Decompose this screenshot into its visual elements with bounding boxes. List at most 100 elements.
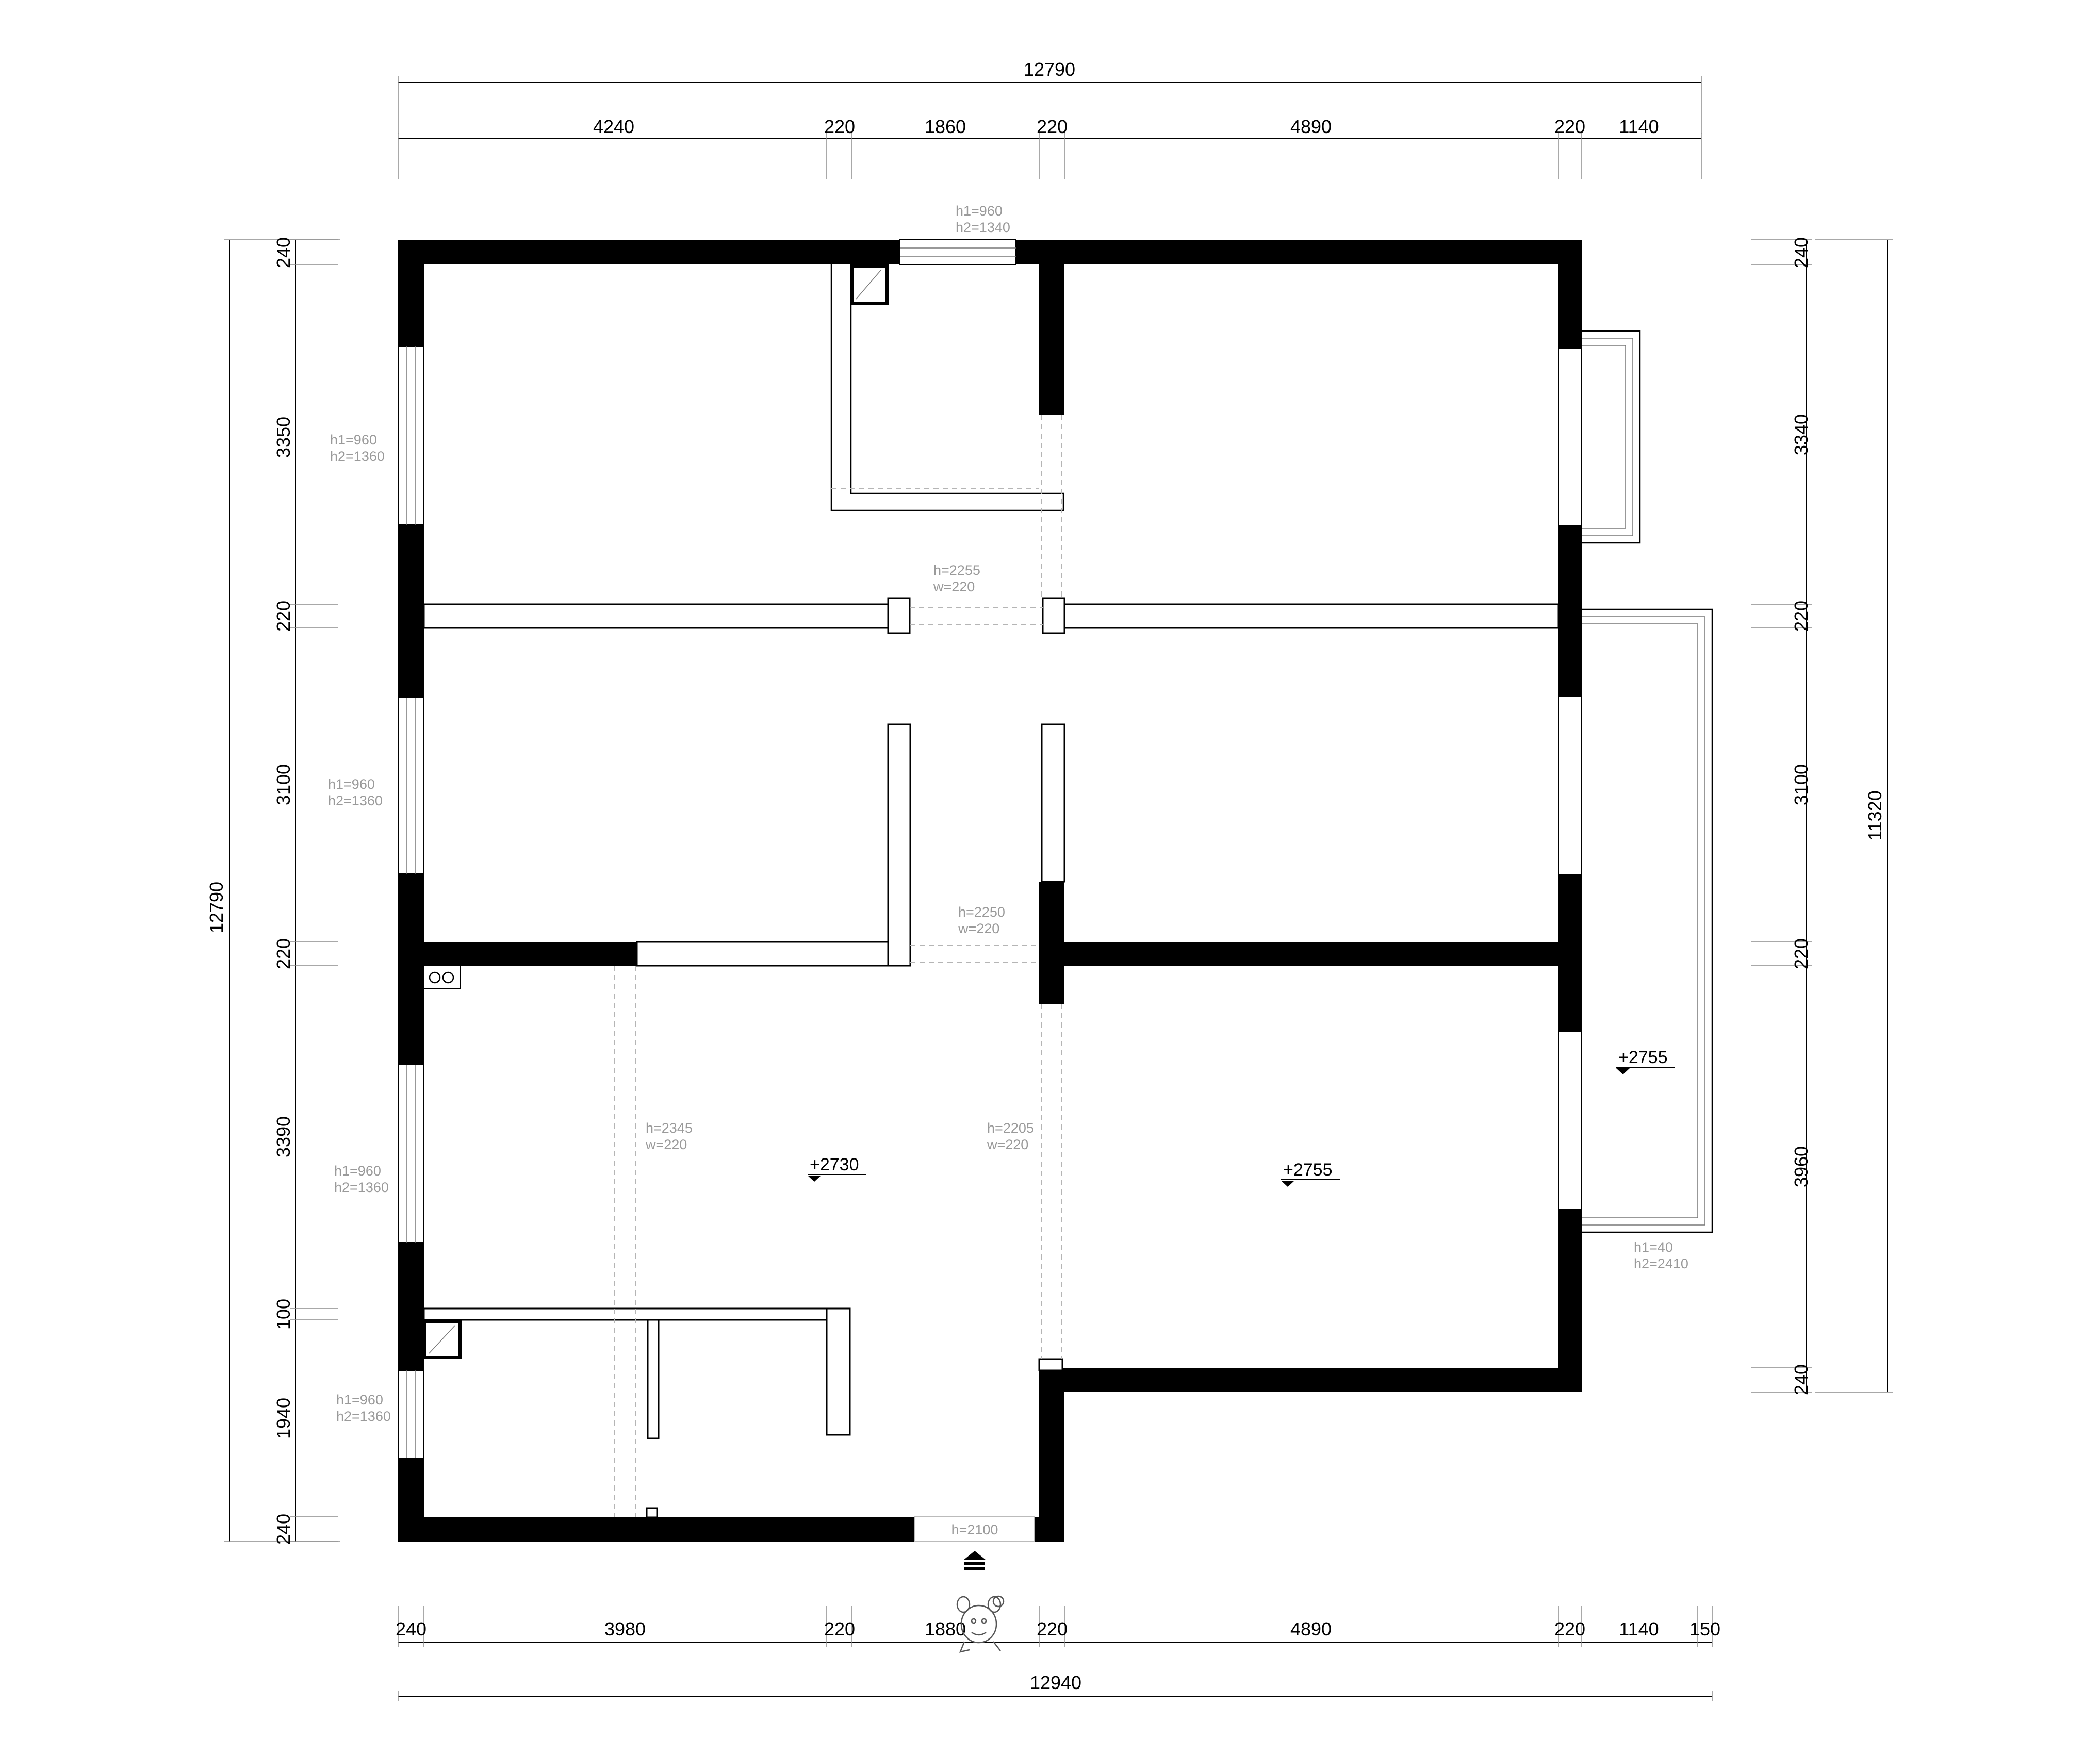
note-opening-3: h=2345: [646, 1120, 693, 1136]
partition-segment: [647, 1319, 660, 1439]
note-top-window-h2: h2=1340: [956, 220, 1010, 235]
note-left-window-3: h1=960: [334, 1163, 381, 1179]
top-window: [899, 239, 1016, 265]
dim-bottom-seg: 220: [824, 1618, 855, 1640]
wall-segment: [398, 240, 424, 346]
dim-right-seg: 220: [1791, 938, 1812, 969]
mascot-icon: [956, 1595, 1005, 1653]
note-entry-door: h=2100: [951, 1522, 998, 1537]
svg-text:+2755: +2755: [1283, 1160, 1333, 1180]
level-markers: +2730 +2755 +2755: [808, 1048, 1675, 1187]
partition-segment: [1063, 603, 1560, 629]
dim-bottom-seg: 220: [1554, 1618, 1585, 1640]
dim-bottom-seg: 4890: [1290, 1618, 1332, 1640]
dim-right-seg: 220: [1791, 601, 1812, 632]
dim-left-total: 12790: [206, 882, 227, 933]
dim-top-seg: 220: [824, 116, 855, 137]
wall-segment: [398, 874, 424, 1065]
dim-left-seg: 240: [273, 237, 294, 268]
dim-left-seg: 220: [273, 601, 294, 632]
partition-segment: [887, 597, 911, 634]
partition-segment: [423, 1307, 851, 1321]
note-opening-1: h=2255: [933, 562, 980, 578]
dim-top-seg: 4890: [1290, 116, 1332, 137]
note-left-window-4: h1=960: [336, 1392, 383, 1408]
wall-segment: [398, 1243, 424, 1370]
note-opening-1: w=220: [933, 579, 975, 594]
dim-bottom-total: 12940: [1030, 1672, 1081, 1693]
dim-left-seg: 100: [273, 1299, 294, 1330]
wall-segment: [1016, 240, 1582, 264]
partition-walls: [423, 597, 1560, 1518]
partition-segment: [636, 941, 911, 967]
opening-lines: [614, 415, 1062, 1517]
note-left-window-1: h1=960: [330, 432, 377, 448]
stove-icon: [423, 965, 461, 989]
dim-left-seg: 3350: [273, 417, 294, 458]
note-left-window-4: h2=1360: [336, 1409, 391, 1424]
dim-bottom-seg: 1880: [925, 1618, 966, 1640]
note-left-window-1: h2=1360: [330, 449, 385, 464]
dim-top-seg: 1860: [925, 116, 966, 137]
dim-bottom-seg: 3980: [604, 1618, 646, 1640]
entry-arrow-icon: [963, 1551, 986, 1570]
partition-segment: [887, 723, 911, 967]
partition-segment: [1042, 597, 1065, 634]
wall-segment: [1039, 1368, 1582, 1392]
dim-left-seg: 3390: [273, 1116, 294, 1157]
partition-segment: [1041, 723, 1065, 883]
wall-segment: [398, 1517, 915, 1542]
dim-right-total: 11320: [1864, 790, 1885, 840]
partition-segment: [646, 1507, 658, 1518]
svg-text:+2755: +2755: [1618, 1048, 1668, 1067]
svg-text:+2730: +2730: [810, 1155, 859, 1174]
dim-top-seg: 220: [1554, 116, 1585, 137]
wall-segment: [1039, 1381, 1064, 1542]
note-balcony-window: h2=2410: [1634, 1256, 1688, 1271]
wall-segment: [1558, 526, 1582, 696]
left-window-1: [398, 346, 424, 525]
dim-bottom-seg: 1140: [1619, 1618, 1659, 1640]
windows: [398, 239, 1713, 1542]
fixtures: [423, 965, 462, 1359]
entry-door: [914, 1516, 1035, 1542]
partition-segment: [423, 603, 889, 629]
dim-left-seg: 1940: [273, 1398, 294, 1439]
partition-segment: [1038, 1358, 1063, 1371]
dim-top-seg: 4240: [593, 116, 634, 137]
note-left-window-3: h2=1360: [334, 1180, 389, 1195]
dim-left-seg: 220: [273, 938, 294, 969]
note-balcony-window: h1=40: [1634, 1239, 1673, 1255]
dim-left-seg: 3100: [273, 764, 294, 805]
level-marker-balcony: +2755: [1616, 1048, 1675, 1074]
wall-segment: [1558, 1209, 1582, 1392]
dim-right-seg: 3100: [1791, 764, 1812, 805]
note-opening-4: w=220: [987, 1137, 1028, 1152]
note-opening-2: w=220: [958, 921, 999, 936]
dim-left-seg: 240: [273, 1514, 294, 1545]
dim-top-seg: 220: [1037, 116, 1068, 137]
wall-segment: [398, 525, 424, 698]
wall-segment: [1558, 240, 1582, 348]
annotations: h1=960 h2=1340 h1=960 h2=1360 h1=960 h2=…: [328, 203, 1688, 1537]
dim-bottom-seg: 150: [1689, 1618, 1720, 1640]
structural-walls: [398, 240, 1582, 1542]
wall-segment: [1039, 264, 1064, 415]
dim-bottom-seg: 240: [396, 1618, 426, 1640]
left-window-4: [398, 1370, 424, 1459]
dim-bottom-seg: 220: [1037, 1618, 1068, 1640]
note-opening-3: w=220: [645, 1137, 687, 1152]
dimension-lines: [224, 76, 1893, 1701]
left-window-3: [398, 1064, 424, 1243]
partition-segment: [826, 1307, 851, 1436]
dim-top-seg: 1140: [1619, 116, 1659, 137]
dimension-text: 12790 4240 220 1860 220 4890 220 1140 24…: [206, 59, 1885, 1693]
level-marker-living: +2730: [808, 1155, 866, 1182]
note-opening-4: h=2205: [987, 1120, 1034, 1136]
dim-right-seg: 240: [1791, 1364, 1812, 1395]
balcony-window: [1558, 608, 1713, 1233]
dim-right-seg: 240: [1791, 237, 1812, 268]
dim-top-total: 12790: [1024, 59, 1075, 80]
bay-window: [1558, 330, 1641, 544]
